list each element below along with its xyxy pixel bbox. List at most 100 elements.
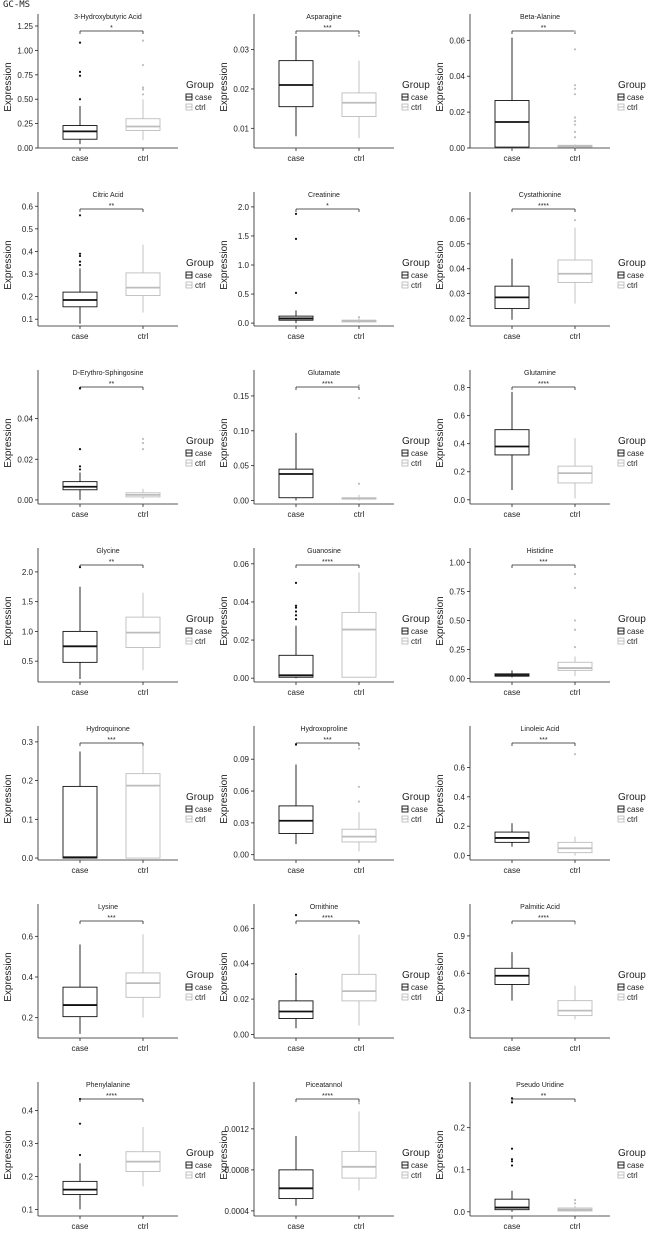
y-tick-label: 0.03 [449,290,465,299]
x-tick-label: ctrl [138,866,149,875]
significance-label: ** [109,203,115,210]
y-tick-label: 0.9 [454,932,466,941]
x-tick-label: case [504,510,521,519]
legend-title: Group [186,792,214,803]
box-case [278,654,314,678]
x-tick-label: case [288,1222,305,1231]
y-tick-label: 0.06 [233,787,249,796]
outlier-point [357,396,361,400]
outlier-point [78,1122,82,1125]
outlier-point [294,614,298,617]
y-axis-label: Expression [3,240,14,289]
outlier-point [357,316,361,319]
box-case [62,986,98,1018]
box-ctrl [341,611,377,678]
outlier-point [78,252,82,255]
outlier-point [141,448,145,451]
significance-label: *** [539,559,547,566]
legend-label-ctrl: ctrl [627,993,638,1002]
significance-label: ** [541,1093,547,1100]
legend-label-ctrl: ctrl [195,103,206,112]
outlier-point [573,93,577,96]
chart-title: Pseudo Uridine [516,1082,564,1089]
outlier-point [573,116,577,119]
legend-label-case: case [411,449,428,458]
outlier-point [78,465,82,468]
outlier-point [294,610,298,613]
y-tick-label: 0.02 [449,108,465,117]
chart-title: Guanosine [307,548,341,555]
y-tick-label: 1.00 [449,558,465,567]
outlier-point [573,119,577,123]
y-tick-label: 0.2 [22,1014,34,1023]
outlier-point [78,260,82,263]
outlier-point [78,214,82,217]
y-axis-label: Expression [219,62,230,111]
x-tick-label: ctrl [354,510,365,519]
x-tick-label: ctrl [354,1044,365,1053]
chart-title: Hydroxoproline [300,726,347,733]
legend-title: Group [618,80,646,91]
x-tick-label: ctrl [570,154,581,163]
outlier-point [78,1153,82,1157]
significance-label: * [110,25,113,32]
legend-title: Group [402,258,430,269]
legend-title: Group [618,258,646,269]
y-tick-label: 0.06 [233,560,249,569]
outlier-point [510,1147,514,1150]
outlier-point [510,1160,514,1163]
legend-label-ctrl: ctrl [195,281,206,290]
chart-title: D-Erythro-Sphingosine [73,370,144,377]
y-tick-label: 0.2 [22,777,34,786]
y-tick-label: 0.75 [17,71,33,80]
chart-title: 3-Hydroxybutyric Acid [74,14,142,21]
box-case [494,1198,530,1211]
x-tick-label: case [72,866,89,875]
outlier-point [357,785,361,788]
legend-label-ctrl: ctrl [411,1171,422,1180]
x-tick-label: ctrl [570,1044,581,1053]
outlier-point [78,1097,82,1101]
y-tick-label: 0.1 [22,315,34,324]
x-tick-label: case [504,1222,521,1231]
legend-label-ctrl: ctrl [627,1171,638,1180]
x-tick-label: ctrl [354,1222,365,1231]
y-tick-label: 0.02 [17,455,33,464]
boxplot-panel: Hydroxoproline0.000.030.060.09Expression… [219,726,430,875]
y-tick-label: 0.00 [233,674,249,683]
y-tick-label: 0.05 [233,462,249,471]
y-tick-label: 1.0 [22,627,34,636]
chart-title: Lysine [98,904,118,911]
box-case [62,785,98,859]
y-tick-label: 0.6 [454,969,466,978]
significance-label: **** [322,381,333,388]
legend-title: Group [618,614,646,625]
box-ctrl [341,1150,377,1179]
chart-title: Glutamine [524,370,556,377]
outlier-point [573,1202,577,1205]
significance-label: **** [538,915,549,922]
significance-label: **** [538,203,549,210]
chart-title: Phenylalanine [86,1082,130,1089]
boxplot-panel: Citric Acid0.10.20.30.40.50.6Expressionc… [3,192,214,341]
boxplot-panel: Cystathionine0.020.030.040.050.06Express… [435,192,646,341]
y-tick-label: 0.04 [17,415,33,424]
x-tick-label: ctrl [570,510,581,519]
y-tick-label: 0.50 [17,95,33,104]
legend-label-case: case [411,93,428,102]
significance-label: ** [541,25,547,32]
legend-label-ctrl: ctrl [195,459,206,468]
legend-label-case: case [627,449,644,458]
outlier-point [78,254,82,258]
significance-label: ** [109,559,115,566]
legend-label-case: case [195,983,212,992]
outlier-point [294,291,298,294]
chart-title: Ornithine [310,904,339,911]
